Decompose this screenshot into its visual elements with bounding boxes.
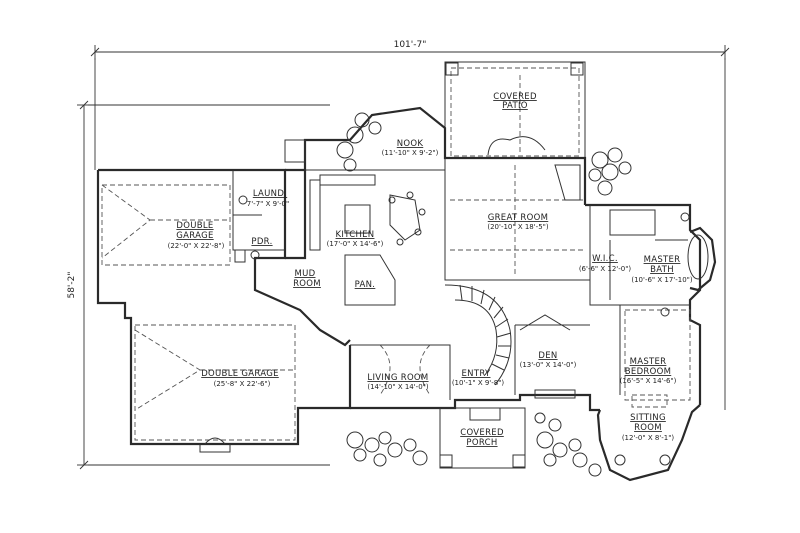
den-bay <box>519 314 571 331</box>
room-size-great-room: (20'-10" X 18'-5") <box>487 223 548 231</box>
master-bath-bay <box>689 226 717 292</box>
sitting-window <box>631 394 668 408</box>
sink-icon <box>234 249 246 263</box>
room-size-nook: (11'-10" X 9'-2") <box>382 149 439 157</box>
kitchen-furnishings <box>309 174 426 251</box>
room-name-double-garage-1: DOUBLE <box>176 221 213 231</box>
garage-roof-lines <box>101 184 296 441</box>
great-room-beams <box>450 165 585 275</box>
garage-entry-door <box>199 444 231 453</box>
room-name-double-garage-1b: GARAGE <box>176 231 213 241</box>
master-bedroom-ceiling <box>624 309 691 401</box>
room-name-mud-room-2: ROOM <box>293 279 321 289</box>
room-name-covered-porch: COVERED <box>460 428 504 438</box>
room-name-living-room: LIVING ROOM <box>367 373 428 383</box>
room-size-living-room: (14'-10" X 14'-0") <box>367 383 428 391</box>
covered-patio-structure <box>444 61 586 159</box>
toilet-icon <box>250 250 260 260</box>
door-swing <box>204 437 226 445</box>
plant-icon <box>614 454 626 466</box>
room-name-covered-patio: COVERED <box>493 92 537 102</box>
room-size-master-bath: (10'-6" X 17'-10") <box>631 276 692 284</box>
room-name-master-bedroom-2: BEDROOM <box>625 367 671 377</box>
plant-icon <box>659 454 671 466</box>
porch-structure <box>379 344 526 469</box>
room-size-double-garage-2: (25'-8" X 22'-6") <box>214 380 271 388</box>
chimney <box>284 139 306 163</box>
room-labels: COVERED PATIO NOOK (11'-10" X 9'-2") LAU… <box>168 92 693 448</box>
room-size-sitting-room: (12'-0" X 8'-1") <box>622 434 675 442</box>
room-size-wic: (6'-6" X 12'-0") <box>579 265 632 273</box>
room-name-nook: NOOK <box>397 139 424 149</box>
fireplace-icon <box>554 164 581 201</box>
room-name-wic: W.I.C. <box>592 254 618 264</box>
overall-width-label: 101'-7" <box>394 40 427 50</box>
room-size-laund: 7'-7" X 9'-0" <box>247 200 289 208</box>
room-size-kitchen: (17'-0" X 14'-6") <box>327 240 384 248</box>
room-size-master-bedroom: (16'-5" X 14'-6") <box>620 377 677 385</box>
room-name-entry: ENTRY <box>462 369 491 379</box>
room-name-master-bedroom: MASTER <box>630 357 667 367</box>
room-name-laund: LAUND. <box>253 189 287 199</box>
tub-icon <box>687 234 709 280</box>
washer-icon <box>238 195 248 205</box>
sink-icon <box>660 307 670 317</box>
room-size-double-garage-1: (22'-0" X 22'-8") <box>168 242 225 250</box>
dimension-lines <box>77 45 730 470</box>
room-name-sitting-room-2: ROOM <box>634 423 662 433</box>
room-name-sitting-room: SITTING <box>630 413 666 423</box>
room-name-den: DEN <box>538 351 557 361</box>
room-name-mud-room: MUD <box>294 269 315 279</box>
room-name-pan: PAN. <box>355 280 376 290</box>
room-size-den: (13'-0" X 14'-0") <box>520 361 577 369</box>
room-size-entry: (10'-1" X 9'-8") <box>452 379 505 387</box>
room-name-pdr: PDR. <box>251 237 272 247</box>
room-name-covered-patio-2: PATIO <box>502 101 528 111</box>
landscaping-shrubs <box>336 112 632 477</box>
overall-depth-label: 58'-2" <box>67 271 77 298</box>
room-name-master-bath: MASTER <box>644 255 681 265</box>
staircase <box>444 284 512 386</box>
room-name-master-bath-2: BATH <box>650 265 674 275</box>
den-desk <box>534 389 576 399</box>
room-name-kitchen: KITCHEN <box>336 230 375 240</box>
toilet-icon <box>680 212 690 222</box>
room-name-great-room: GREAT ROOM <box>488 213 549 223</box>
room-name-double-garage-2: DOUBLE GARAGE <box>201 369 279 379</box>
room-name-covered-porch-2: PORCH <box>466 438 497 448</box>
